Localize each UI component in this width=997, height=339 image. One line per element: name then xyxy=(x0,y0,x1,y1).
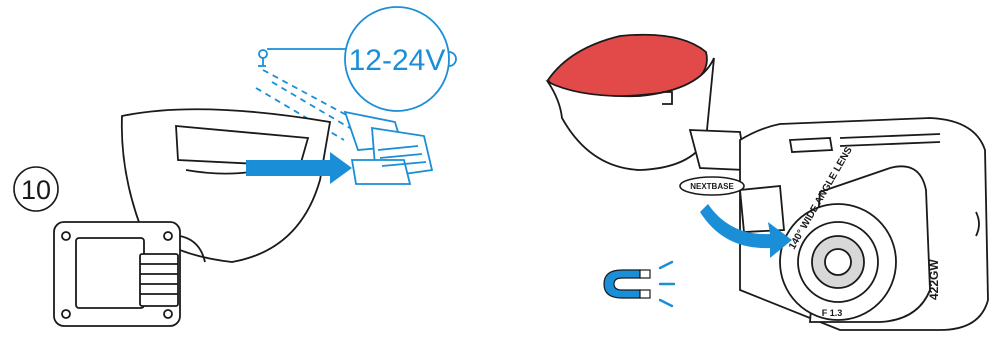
brand-text: NEXTBASE xyxy=(690,182,734,191)
brand-badge: NEXTBASE xyxy=(680,177,744,195)
voltage-label: 12-24V xyxy=(349,44,446,77)
aperture-text: F 1.3 xyxy=(822,308,843,318)
model-text: 422GW xyxy=(927,259,941,300)
voltage-badge: 12-24V xyxy=(345,7,456,111)
step-number: 10 xyxy=(21,175,51,205)
adhesive-mount xyxy=(548,35,746,170)
step-badge: 10 xyxy=(14,167,58,211)
power-cable-connector xyxy=(345,112,432,184)
right-panel: 140° WIDE ANGLE LENS F 1.3 NEXTBASE 422G… xyxy=(548,35,988,330)
left-panel: 10 12-24V xyxy=(14,7,456,326)
magnet-icon xyxy=(604,262,674,306)
power-plug-icon xyxy=(258,49,350,66)
